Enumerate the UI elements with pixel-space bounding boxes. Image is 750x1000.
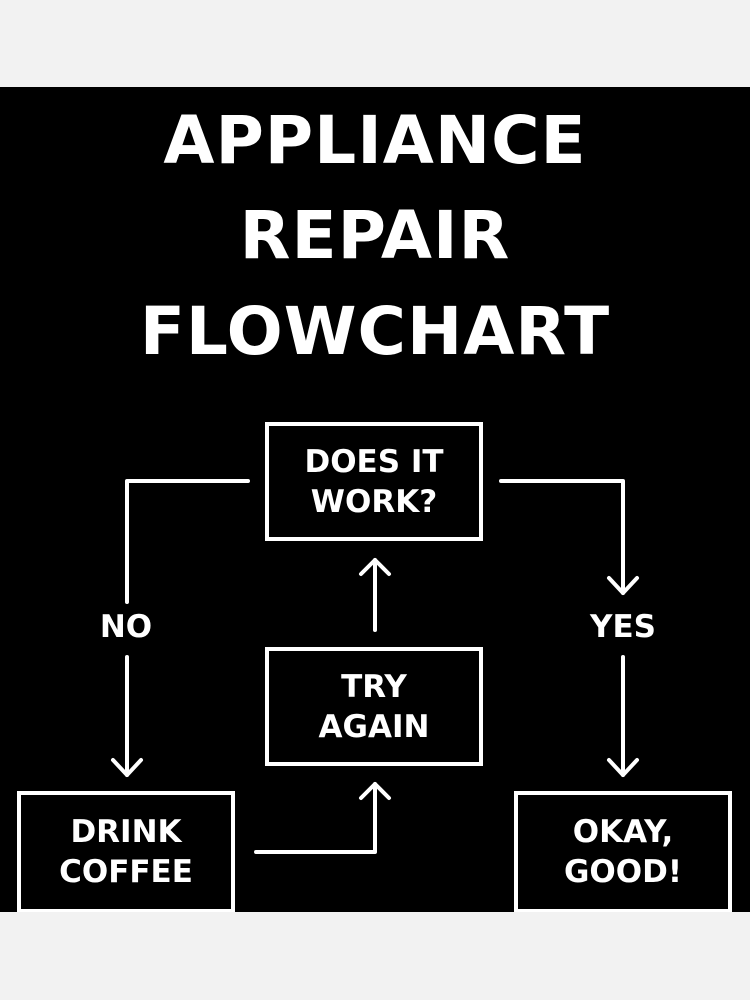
drink-coffee-line-2: COFFEE — [59, 854, 193, 890]
okay-good-node: OKAY, GOOD! — [514, 791, 732, 912]
drink-coffee-node: DRINK COFFEE — [17, 791, 235, 912]
flowchart-connectors — [111, 479, 639, 854]
okay-good-line-2: GOOD! — [563, 854, 683, 890]
drink-coffee-line-1: DRINK — [70, 814, 182, 850]
title-line-3: FLOWCHART — [139, 293, 611, 370]
no-connector — [125, 479, 250, 604]
flowchart-poster: APPLIANCE REPAIR FLOWCHART DOES IT WORK?… — [0, 87, 750, 912]
title-line-2: REPAIR — [239, 197, 511, 274]
try-again-line-1: TRY — [341, 668, 407, 705]
try-again-node: TRY AGAIN — [265, 647, 483, 766]
does-it-work-line-1: DOES IT — [304, 443, 444, 480]
okay-good-line-1: OKAY, — [572, 814, 674, 850]
yes-connector — [499, 479, 625, 595]
yes-edge-label: YES — [590, 609, 656, 645]
no-arrow-head — [111, 758, 143, 777]
does-it-work-line-2: WORK? — [310, 483, 438, 520]
try-again-line-2: AGAIN — [318, 708, 430, 745]
does-it-work-node: DOES IT WORK? — [265, 422, 483, 541]
coffee-to-try-connector — [254, 782, 377, 854]
yes-arrow-head — [607, 758, 639, 777]
try-to-question-head — [359, 558, 391, 576]
yes-connector-head — [607, 576, 639, 595]
coffee-to-try-head — [359, 782, 391, 800]
no-edge-label: NO — [99, 609, 153, 645]
title-line-1: APPLIANCE — [163, 102, 587, 179]
